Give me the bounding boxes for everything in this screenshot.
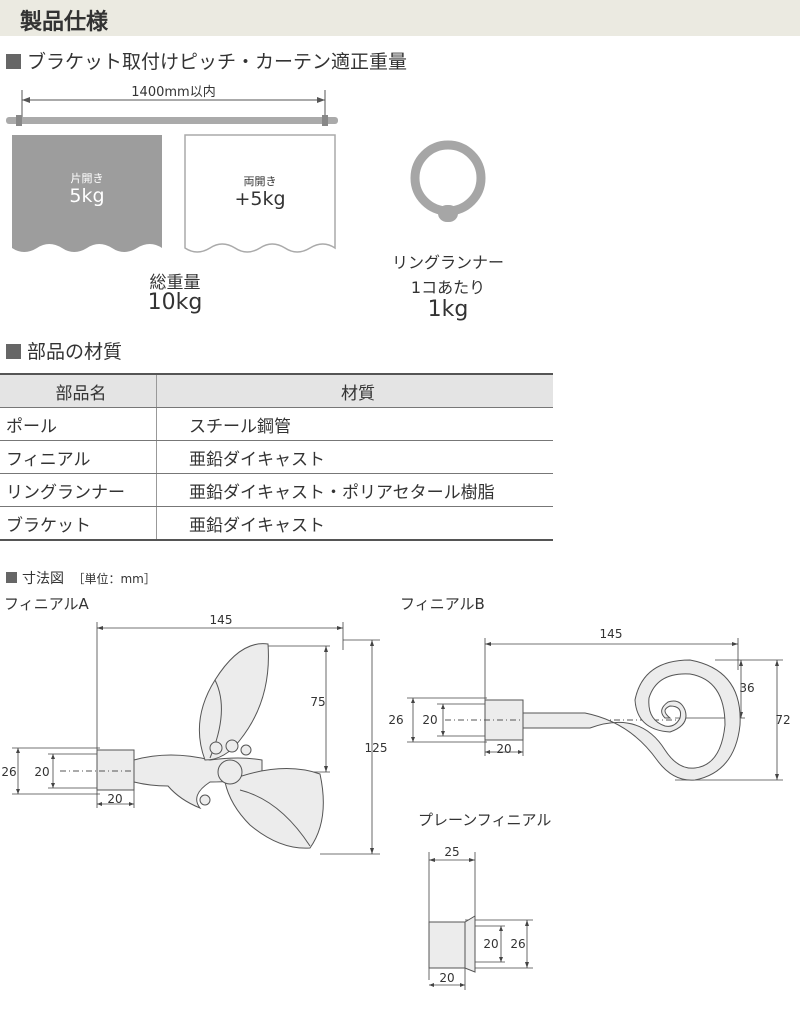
finial-a-drawing: 145 125 75 26 20 20 [1,613,388,855]
part-cell: リングランナー [0,473,157,507]
ring-runner-icon [410,140,486,216]
part-cell: フィニアル [0,440,157,474]
curtain-rod [6,117,338,124]
square-bullet-icon [6,54,21,69]
table-row: ポール スチール鋼管 [0,407,553,441]
double-open-label: 両開き [243,175,277,188]
material-cell: 亜鉛ダイキャスト [156,506,553,541]
double-open-value: +5kg [234,188,286,210]
finial-a-width-label: 145 [210,613,233,627]
finial-b-name: フィニアルB [400,595,485,613]
finial-a-outer-label: 26 [1,765,16,779]
plain-width-label: 25 [444,845,459,859]
material-cell: スチール鋼管 [156,407,553,441]
table-row: フィニアル 亜鉛ダイキャスト [0,440,553,474]
finial-b-cap-label: 20 [496,742,511,756]
square-bullet-icon [6,344,21,359]
table-row: リングランナー 亜鉛ダイキャスト・ポリアセタール樹脂 [0,473,553,507]
ring-runner-label: リングランナー [391,253,504,272]
square-bullet-icon [6,572,17,583]
single-open-value: 5kg [69,185,105,207]
unit-label: ［単位：mm］ [72,572,156,586]
pitch-label: 1400mm以内 [131,85,216,100]
weight-section-heading: ブラケット取付けピッチ・カーテン適正重量 [6,47,407,74]
ring-runner-per: 1コあたり [410,278,486,297]
column-header-part: 部品名 [0,373,157,408]
material-heading-text: 部品の材質 [27,341,123,363]
dimension-heading-text: 寸法図 [22,571,64,587]
column-header-material: 材質 [156,373,553,408]
single-curtain-shape [12,135,162,252]
plain-finial-body [428,915,476,973]
finial-b-width-label: 145 [600,627,623,641]
scroll-shape [522,659,741,781]
title-bar: 製品仕様 [0,0,800,36]
part-cell: ブラケット [0,506,157,541]
finial-b-outer-label: 26 [388,713,403,727]
double-curtain-shape [184,134,336,253]
arrow-right-icon [317,97,325,103]
finial-a-leaf-label: 75 [310,695,325,709]
part-cell: ポール [0,407,157,441]
total-weight-label: 総重量 [149,273,201,293]
finial-a-name: フィニアルA [4,595,89,613]
table-row: ブラケット 亜鉛ダイキャスト [0,506,553,541]
plain-outer-label: 26 [510,937,525,951]
plain-finial-drawing: 25 20 26 20 [428,845,533,990]
table-header-row: 部品名 材質 [0,373,553,408]
finial-b-scroll-label: 36 [739,681,754,695]
arrow-left-icon [22,97,30,103]
dimension-section-heading: 寸法図 ［単位：mm］ [6,568,156,588]
finial-a-height-label: 125 [365,741,388,755]
finial-a-cap-label: 20 [107,792,122,806]
page-title: 製品仕様 [20,10,109,35]
plain-cap-label: 20 [439,971,454,985]
weight-heading-text: ブラケット取付けピッチ・カーテン適正重量 [27,51,408,73]
single-open-label: 片開き [70,172,104,185]
material-table: 部品名 材質 ポール スチール鋼管 フィニアル 亜鉛ダイキャスト リングランナー… [0,373,553,541]
finial-b-height-label: 72 [775,713,790,727]
finial-b-drawing: 145 36 72 26 20 20 [388,627,791,781]
leaf-lower [224,768,324,849]
material-cell: 亜鉛ダイキャスト [156,440,553,474]
plain-finial-name: プレーンフィニアル [418,811,552,829]
finial-a-inner-label: 20 [34,765,49,779]
total-weight-value: 10kg [147,290,203,315]
material-cell: 亜鉛ダイキャスト・ポリアセタール樹脂 [156,473,553,507]
ring-runner-value: 1kg [427,297,469,322]
weight-diagram [6,90,486,253]
finial-b-inner-label: 20 [422,713,437,727]
material-section-heading: 部品の材質 [6,337,122,364]
plain-inner-label: 20 [483,937,498,951]
